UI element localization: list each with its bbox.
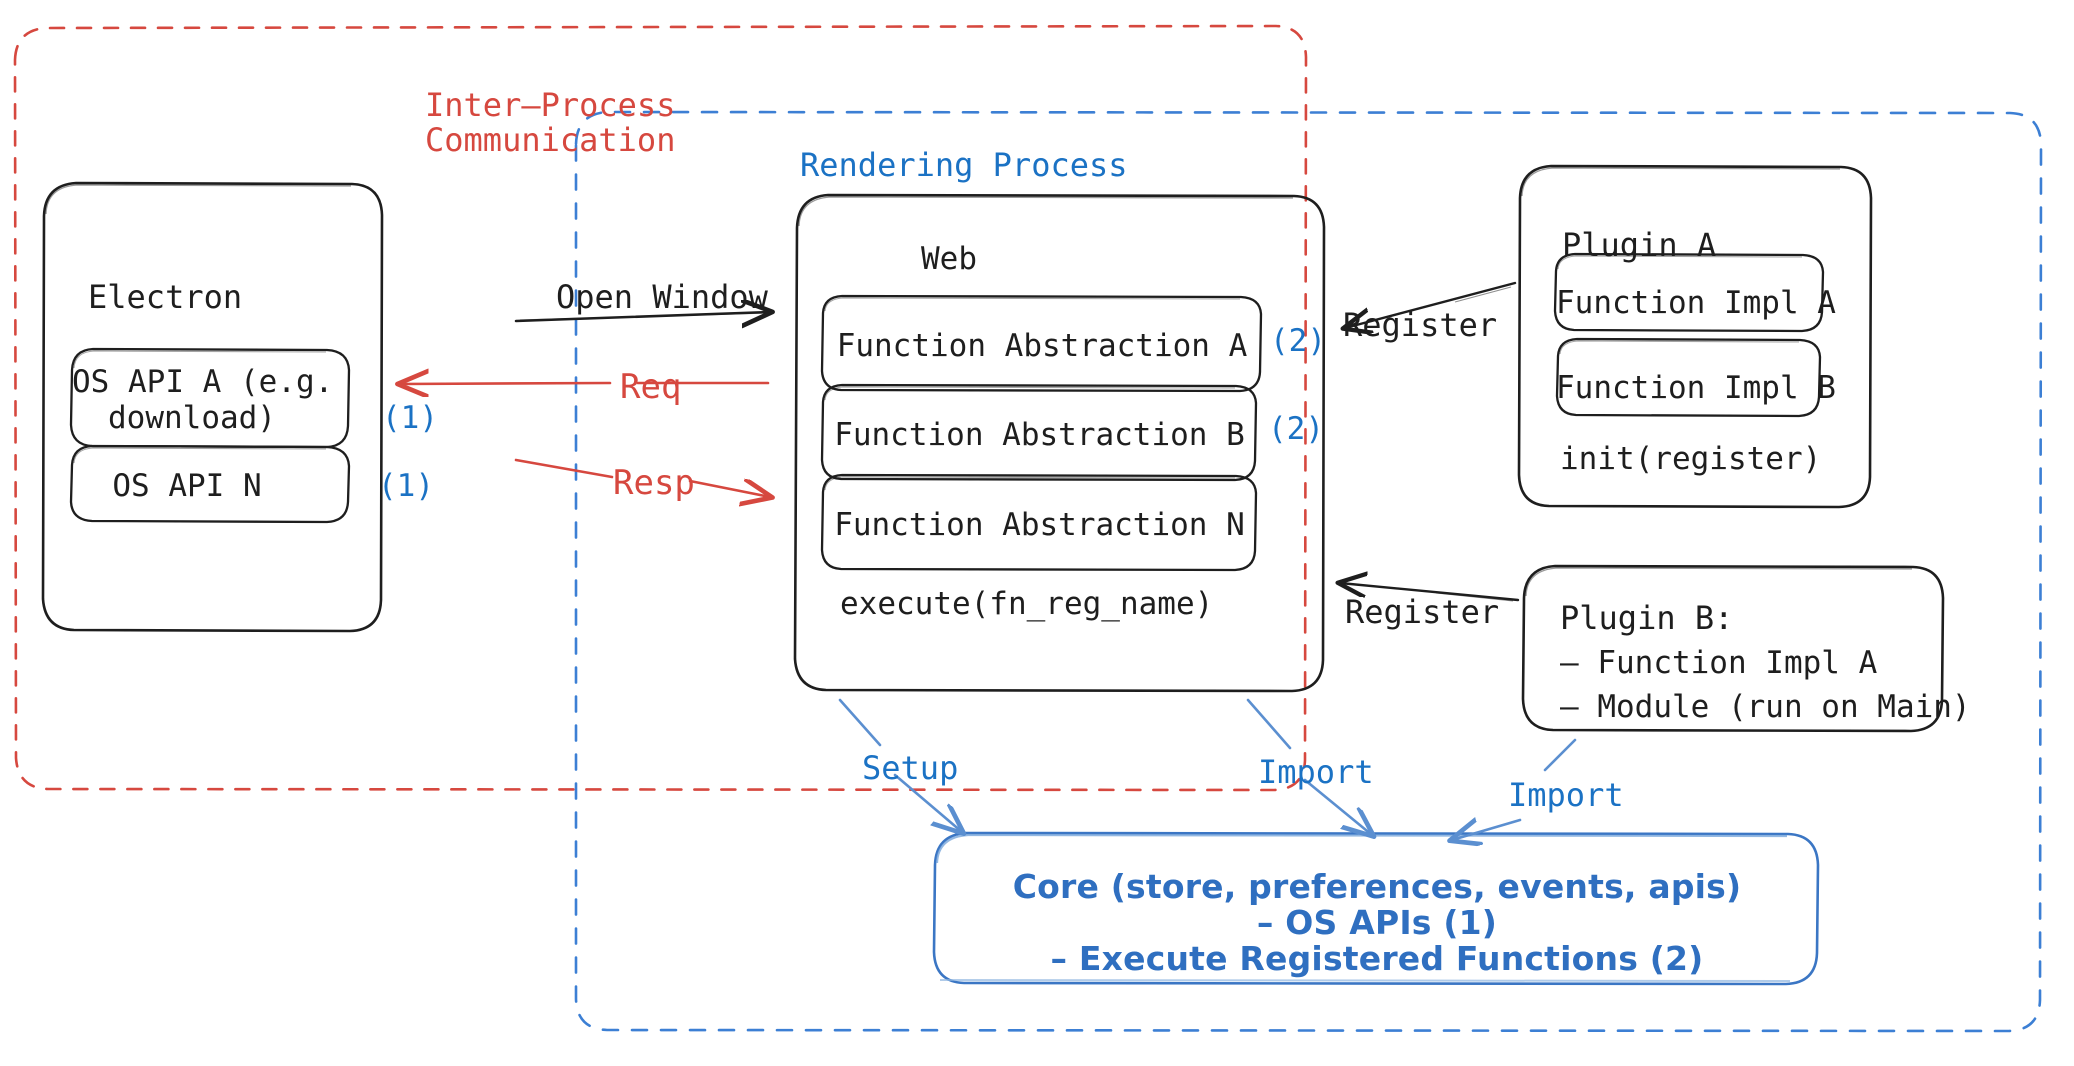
core-line-3: – Execute Registered Functions (2) xyxy=(1050,939,1704,978)
arrow-import-plugin-b-label: Import xyxy=(1508,776,1624,814)
function-impl-a-label[interactable]: Function Impl A xyxy=(1556,285,1836,321)
plugin-b-box-border xyxy=(1521,564,1945,733)
function-abstraction-a-marker: (2) xyxy=(1270,323,1326,359)
arrow-register-plugin-a xyxy=(1345,281,1517,328)
os-api-n-box-border xyxy=(69,444,351,524)
os-api-a-label-line1[interactable]: OS API A (e.g. xyxy=(72,364,334,400)
arrow-import-web-label: Import xyxy=(1258,753,1374,791)
rendering-process-region-border xyxy=(574,110,2043,1033)
rendering-process-label: Rendering Process xyxy=(800,146,1128,184)
electron-box-border xyxy=(41,181,384,633)
function-abstraction-b-label[interactable]: Function Abstraction B xyxy=(834,417,1245,453)
ipc-region-border xyxy=(13,24,1308,792)
plugin-b-line-2: – Module (run on Main) xyxy=(1560,689,1971,725)
arrow-import-plugin-b xyxy=(1452,738,1577,840)
arrow-register-plugin-a-label: Register xyxy=(1343,306,1498,344)
function-abstraction-a-label[interactable]: Function Abstraction A xyxy=(836,328,1248,364)
arrow-register-plugin-b xyxy=(1340,583,1520,602)
function-impl-a-box-border xyxy=(1553,252,1825,333)
arrow-resp xyxy=(514,458,770,497)
arrow-req-label: Req xyxy=(620,367,682,407)
arrow-import-web xyxy=(1246,698,1372,835)
function-abstraction-b-box-border xyxy=(820,383,1258,482)
arrow-setup xyxy=(838,698,962,832)
core-line-2: – OS APIs (1) xyxy=(1256,903,1498,942)
arrow-setup-label: Setup xyxy=(862,749,959,787)
function-abstraction-n-box-border xyxy=(820,473,1258,572)
web-box-border xyxy=(793,193,1326,693)
ipc-region-label-line2: Communication xyxy=(425,121,676,159)
os-api-n-marker: (1) xyxy=(378,468,434,504)
arrow-open-window xyxy=(514,312,770,321)
plugin-a-init-footer: init(register) xyxy=(1560,441,1822,477)
function-abstraction-b-marker: (2) xyxy=(1268,411,1324,447)
arrow-register-plugin-b-label: Register xyxy=(1345,593,1500,631)
os-api-a-marker: (1) xyxy=(382,400,438,436)
function-impl-b-box-border xyxy=(1555,337,1822,418)
core-line-1: Core (store, preferences, events, apis) xyxy=(1012,867,1742,906)
arrow-resp-label: Resp xyxy=(613,463,695,503)
plugin-b-line-1: – Function Impl A xyxy=(1560,645,1878,681)
ipc-region-label-line1: Inter–Process xyxy=(425,86,676,124)
web-execute-footer: execute(fn_reg_name) xyxy=(840,586,1214,622)
function-abstraction-n-label[interactable]: Function Abstraction N xyxy=(834,507,1245,543)
plugin-b-title[interactable]: Plugin B: xyxy=(1560,599,1734,637)
arrow-req xyxy=(400,383,770,384)
arrow-open-window-label: Open Window xyxy=(556,278,768,316)
function-impl-b-label[interactable]: Function Impl B xyxy=(1556,370,1836,406)
web-title[interactable]: Web xyxy=(921,241,977,277)
plugin-a-box-border xyxy=(1517,164,1873,509)
os-api-a-label-line2[interactable]: download) xyxy=(108,400,276,436)
electron-title[interactable]: Electron xyxy=(88,278,243,316)
plugin-a-title[interactable]: Plugin A xyxy=(1562,226,1717,264)
os-api-n-label[interactable]: OS API N xyxy=(112,468,262,504)
os-api-a-box-border xyxy=(69,347,351,449)
